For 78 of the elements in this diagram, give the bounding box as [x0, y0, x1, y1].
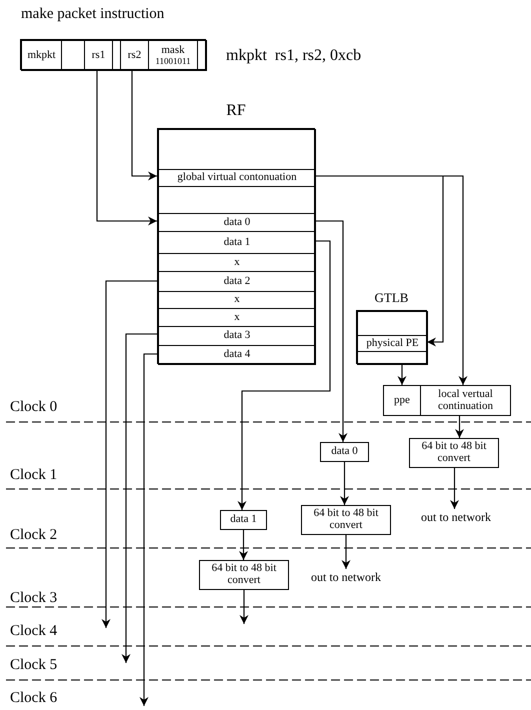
convert-box — [301, 505, 391, 535]
cell-text: 64 bit to 48 bit convert — [420, 441, 488, 465]
register-row — [158, 169, 316, 187]
cell-text: mkpkt — [27, 50, 56, 62]
register-row — [158, 291, 316, 309]
clock-label: Clock 1 — [10, 467, 58, 484]
cell-text: local vertual continuation — [437, 388, 494, 412]
cell-text: x — [234, 294, 240, 306]
register-row — [158, 213, 316, 232]
output-text: out to network — [300, 569, 392, 585]
ppe-field — [383, 385, 421, 416]
arrow — [238, 240, 331, 510]
cell-text: rs1 — [92, 50, 106, 62]
instruction-field — [112, 40, 121, 71]
arrow — [315, 220, 348, 442]
table-row — [357, 351, 428, 365]
arrow — [315, 175, 468, 385]
clock-label: Clock 4 — [10, 623, 58, 640]
arrow — [131, 70, 157, 180]
cell-text: physical PE — [366, 338, 419, 350]
cell-text: x — [234, 256, 240, 268]
clock-label: Clock 2 — [10, 527, 58, 544]
cell-text: x — [234, 312, 240, 324]
heading: GTLB — [374, 291, 410, 305]
instruction-field — [197, 40, 207, 71]
arrow — [398, 364, 406, 385]
register-row — [158, 308, 316, 327]
cell-text: ppe — [394, 394, 410, 406]
cell-text: data 4 — [224, 349, 250, 361]
instruction-field — [148, 40, 198, 71]
clock-label: Clock 5 — [10, 657, 58, 674]
arrow — [96, 70, 157, 226]
arrow — [340, 462, 349, 505]
continuation-field — [420, 385, 511, 416]
clock-label: Clock 6 — [10, 690, 58, 707]
field-label: mask — [161, 45, 185, 57]
data-box — [320, 442, 369, 462]
table-row — [357, 311, 428, 336]
heading: make packet instruction — [21, 7, 166, 23]
instruction-field — [84, 40, 113, 71]
cell-text: data 0 — [331, 446, 358, 458]
cell-text: data 3 — [224, 330, 250, 342]
output-text: out to network — [410, 509, 502, 525]
arrow — [240, 590, 248, 624]
table-row — [357, 335, 428, 352]
instruction-field — [120, 40, 149, 71]
field-value: 11001011 — [155, 56, 191, 66]
instruction-field — [61, 40, 85, 71]
arrow — [122, 333, 157, 663]
register-row — [158, 271, 316, 292]
arrow — [455, 416, 464, 438]
convert-box — [199, 560, 289, 590]
instruction-text: mkpkt rs1, rs2, 0xcb — [226, 47, 362, 65]
heading: RF — [225, 103, 247, 120]
register-row — [158, 129, 316, 170]
arrow — [140, 353, 157, 706]
arrow — [102, 280, 157, 628]
cell-text: data 2 — [224, 276, 250, 288]
arrow — [342, 535, 350, 569]
clock-label: Clock 3 — [10, 590, 58, 607]
convert-box — [409, 438, 499, 468]
register-row — [158, 253, 316, 272]
register-row — [158, 231, 316, 254]
cell-text: data 0 — [224, 216, 250, 228]
cell-text: data 1 — [224, 236, 250, 248]
arrow — [450, 468, 459, 509]
cell-text: data 1 — [230, 514, 257, 526]
clock-label: Clock 0 — [10, 399, 58, 416]
cell-text: rs2 — [128, 50, 142, 62]
register-row — [158, 345, 316, 365]
arrow — [239, 530, 248, 560]
instruction-field — [21, 40, 62, 71]
cell-text: 64 bit to 48 bit convert — [210, 563, 278, 587]
register-row — [158, 326, 316, 346]
cell-text: 64 bit to 48 bit convert — [312, 508, 380, 532]
cell-text: global virtual contonuation — [177, 172, 297, 184]
register-row — [158, 186, 316, 214]
data-box — [220, 510, 267, 530]
